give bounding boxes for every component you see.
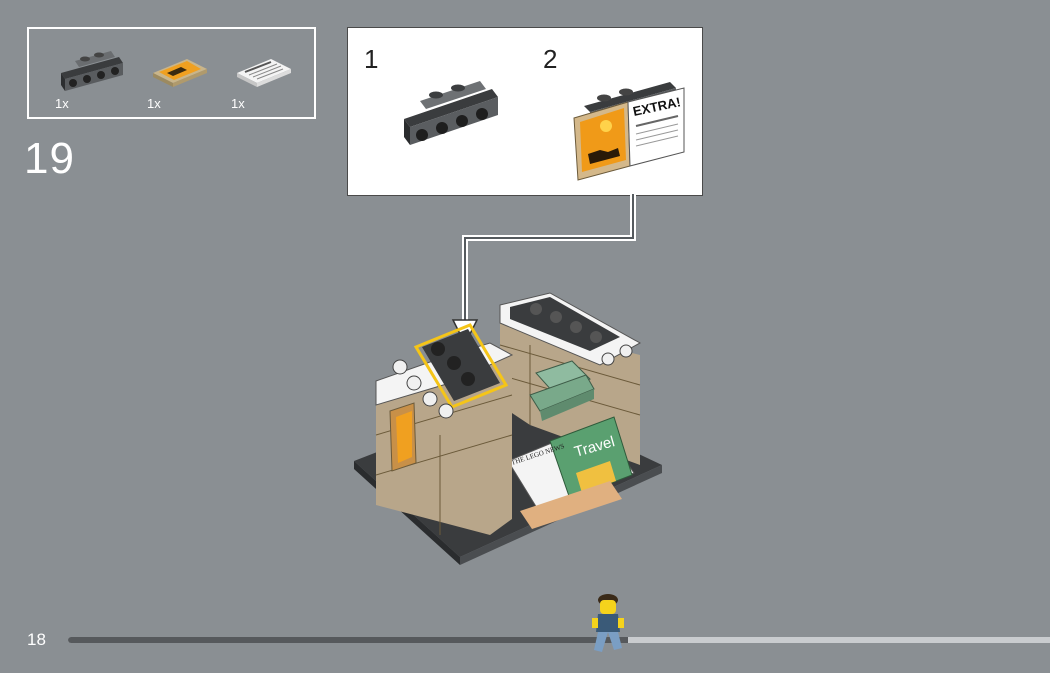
parts-list-box: 1x 1x 1x — [27, 27, 316, 119]
progress-bar — [68, 637, 1050, 643]
substep-number-2: 2 — [543, 44, 558, 74]
minifigure-runner-icon — [592, 594, 624, 652]
safari-tile-icon — [153, 59, 207, 87]
bracket-icon — [61, 51, 123, 91]
part-dark-grey-bracket: 1x — [55, 39, 135, 117]
progress-bar-fill — [68, 637, 628, 643]
part-quantity: 1x — [147, 96, 161, 111]
part-safari-tile: 1x — [147, 39, 227, 117]
part-quantity: 1x — [55, 96, 69, 111]
newspaper-tile-icon — [237, 59, 291, 87]
page-number: 18 — [27, 630, 46, 649]
substep-number-1: 1 — [364, 44, 379, 74]
substep-1-bracket-icon — [404, 81, 498, 145]
step-number: 19 — [24, 134, 75, 183]
part-newspaper-tile: 1x — [231, 39, 311, 117]
substep-callout: 1 2 EXTRA! — [347, 27, 703, 196]
substep-2-assembly-icon: EXTRA! — [573, 82, 685, 181]
build-model-illustration: Travel THE LEGO NEWS — [354, 292, 662, 565]
part-quantity: 1x — [231, 96, 245, 111]
